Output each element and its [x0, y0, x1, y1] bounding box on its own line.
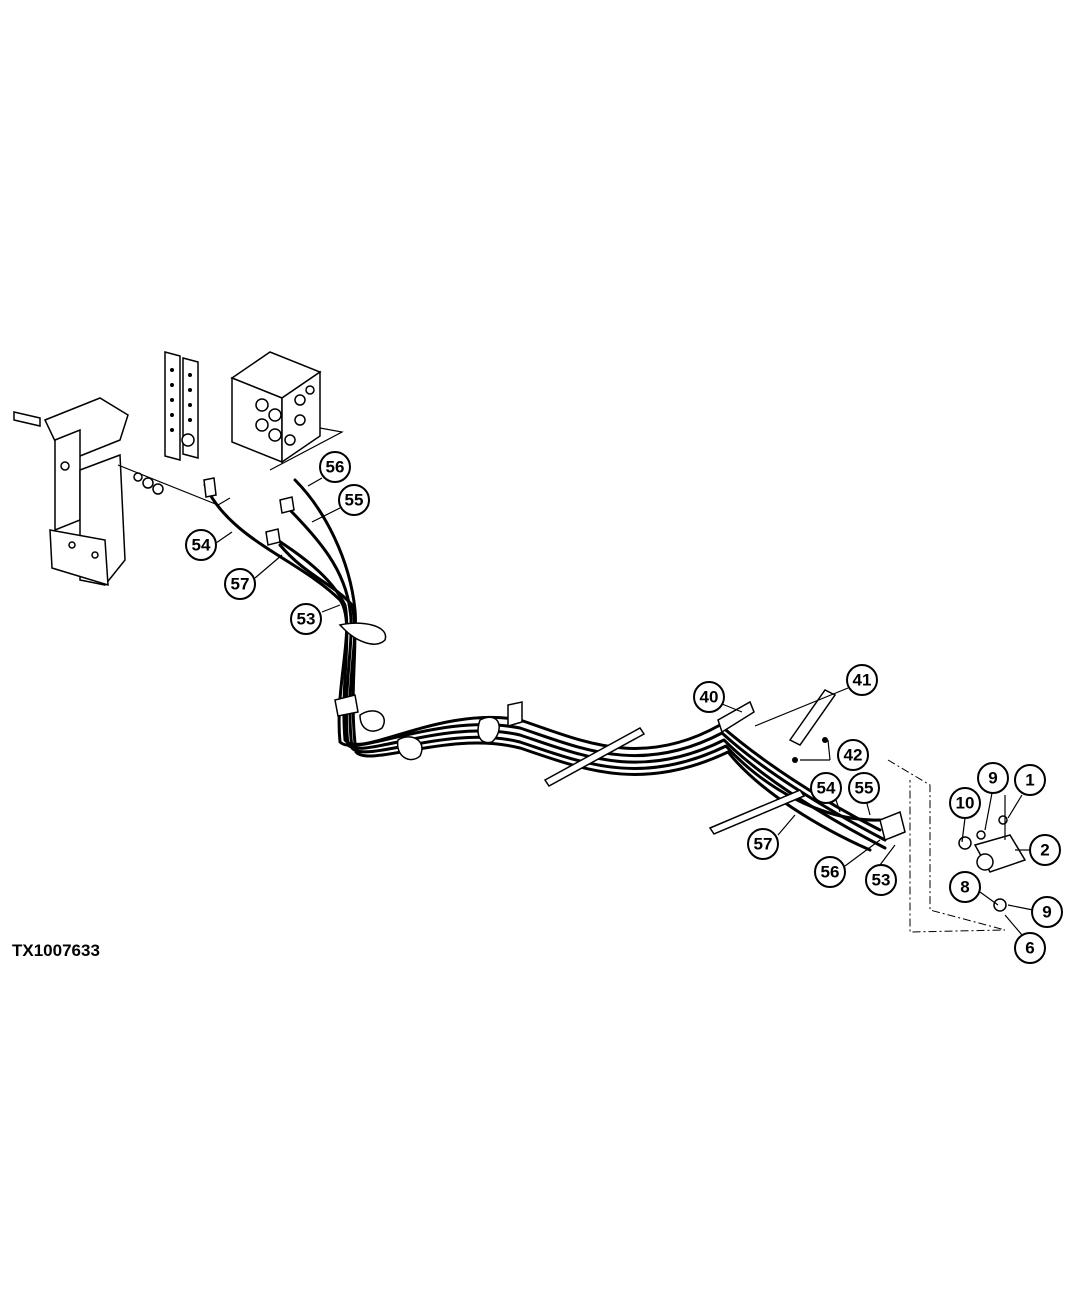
svg-text:40: 40: [700, 688, 719, 707]
hose-bundle: [203, 477, 887, 852]
svg-text:56: 56: [326, 458, 345, 477]
callout-54-upper: 54: [185, 529, 217, 561]
callout-2: 2: [1029, 834, 1061, 866]
callout-40: 40: [693, 681, 725, 713]
control-valve: [230, 351, 344, 471]
callout-9-upper: 9: [977, 762, 1009, 794]
svg-text:41: 41: [853, 671, 872, 690]
callout-8: 8: [949, 871, 981, 903]
svg-text:6: 6: [1025, 939, 1034, 958]
svg-text:10: 10: [956, 794, 975, 813]
svg-text:57: 57: [754, 835, 773, 854]
svg-text:54: 54: [192, 536, 211, 555]
svg-text:57: 57: [231, 575, 250, 594]
svg-text:53: 53: [297, 610, 316, 629]
callout-55-lower: 55: [848, 772, 880, 804]
svg-text:56: 56: [821, 863, 840, 882]
svg-text:9: 9: [1042, 903, 1051, 922]
callout-42: 42: [837, 739, 869, 771]
frame-rails: [543, 689, 837, 835]
callout-55-upper: 55: [338, 484, 370, 516]
svg-text:2: 2: [1040, 841, 1049, 860]
callout-1: 1: [1014, 764, 1046, 796]
figure-id: TX1007633: [12, 941, 100, 960]
callout-54-lower: 54: [810, 772, 842, 804]
callout-10: 10: [949, 787, 981, 819]
svg-text:55: 55: [345, 491, 364, 510]
callout-6: 6: [1014, 932, 1046, 964]
svg-text:8: 8: [960, 878, 969, 897]
callout-53-upper: 53: [290, 603, 322, 635]
pilot-valve-assembly: [879, 759, 1027, 933]
svg-text:54: 54: [817, 779, 836, 798]
svg-text:42: 42: [844, 746, 863, 765]
svg-text:9: 9: [988, 769, 997, 788]
callout-56-upper: 56: [319, 451, 351, 483]
callout-57-upper: 57: [224, 568, 256, 600]
mounting-bracket: [13, 397, 231, 587]
terminal-strips: [164, 351, 199, 461]
svg-text:1: 1: [1025, 771, 1034, 790]
svg-text:53: 53: [872, 871, 891, 890]
callout-9-lower: 9: [1031, 896, 1063, 928]
callout-41: 41: [846, 664, 878, 696]
callout-57-lower: 57: [747, 828, 779, 860]
callout-53-lower: 53: [865, 864, 897, 896]
svg-text:55: 55: [855, 779, 874, 798]
callout-56-lower: 56: [814, 856, 846, 888]
leader-lines: [215, 477, 1034, 936]
